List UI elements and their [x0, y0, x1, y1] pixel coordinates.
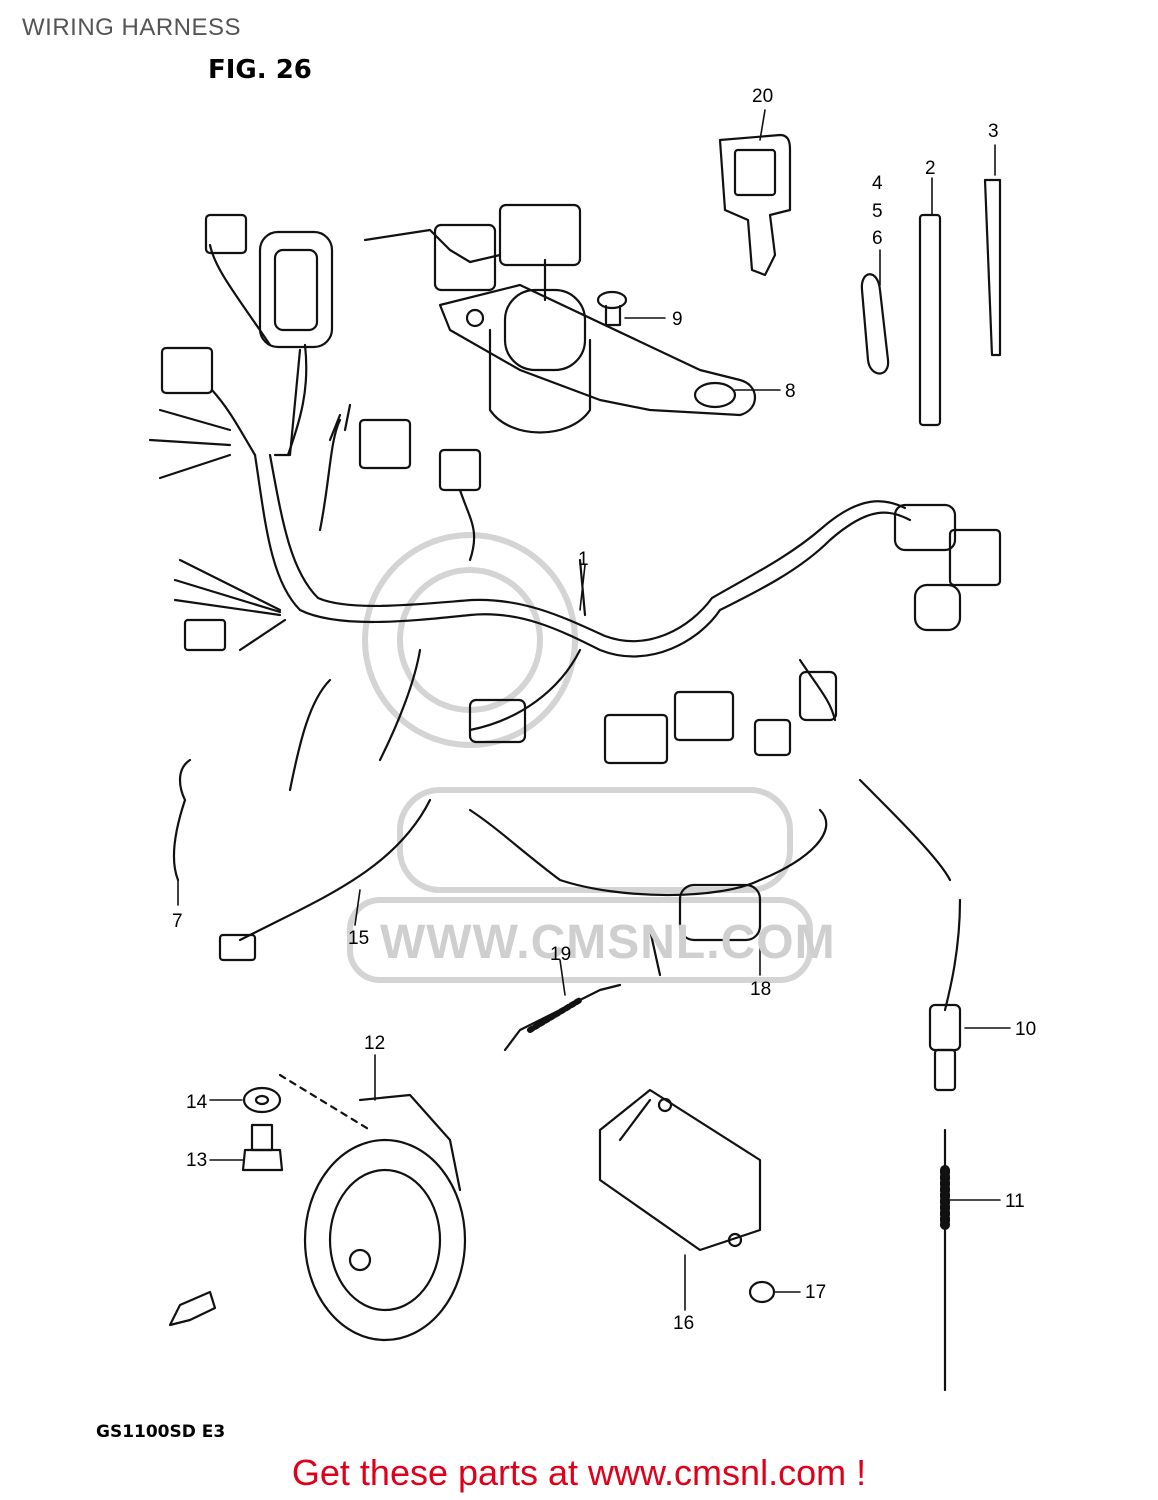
bolt-part-13: [241, 1123, 284, 1172]
cms-watermark-logo: [347, 532, 813, 983]
callout-17: 17: [805, 1282, 827, 1303]
regulator-part-16: [598, 1088, 762, 1252]
callout-13: 13: [186, 1150, 208, 1171]
forward-arrow-icon: [168, 1290, 217, 1327]
ignition-switch-assembly: [363, 203, 756, 434]
screw-part-17: [748, 1280, 776, 1304]
callout-1: 1: [578, 549, 589, 570]
callout-19: 19: [550, 944, 572, 965]
callout-9: 9: [672, 309, 683, 330]
watermark-url: WWW.CMSNL.COM: [380, 916, 836, 969]
washer-part-14: [242, 1086, 282, 1114]
callout-16: 16: [673, 1313, 695, 1334]
cable-clamps: [860, 178, 1002, 427]
figure-label: FIG. 26: [208, 55, 312, 85]
callout-20: 20: [752, 86, 774, 107]
callout-2: 2: [925, 158, 936, 179]
callout-12: 12: [364, 1033, 386, 1054]
callout-7: 7: [172, 911, 183, 932]
main-wiring-harness: [148, 213, 1002, 792]
page-title: WIRING HARNESS: [22, 14, 242, 41]
screw-part-9: [596, 290, 628, 327]
leader-lines: [177, 109, 1011, 1311]
callout-3: 3: [988, 121, 999, 142]
callout-6: 6: [872, 228, 883, 249]
key-part-20: [718, 133, 792, 277]
horn-part-12: [278, 1073, 467, 1342]
callout-14: 14: [186, 1092, 208, 1113]
spring-part-19: [503, 983, 622, 1052]
wire-clip-part-7: [172, 758, 192, 882]
footer-link[interactable]: Get these parts at www.cmsnl.com !: [291, 1452, 867, 1493]
callout-8: 8: [785, 381, 796, 402]
callout-15: 15: [348, 928, 370, 949]
callout-4: 4: [872, 173, 883, 194]
callout-10: 10: [1015, 1019, 1037, 1040]
switch-leads: [218, 778, 962, 1092]
callout-11: 11: [1005, 1191, 1025, 1212]
callout-5: 5: [872, 201, 883, 222]
model-code: GS1100SD E3: [96, 1422, 226, 1442]
callout-18: 18: [750, 979, 772, 1000]
